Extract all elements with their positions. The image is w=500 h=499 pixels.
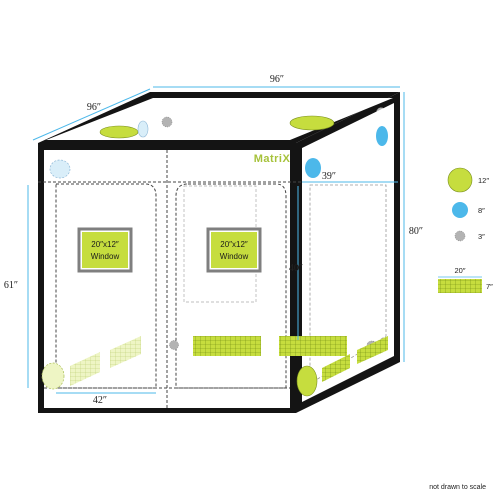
side-vent-blue-right xyxy=(376,126,388,146)
front-vent-small-center xyxy=(169,340,179,350)
front-mesh-vent-left-1 xyxy=(70,352,100,386)
side-mesh-vent-2 xyxy=(357,336,388,364)
dim-side-window-height: 40″ xyxy=(289,263,303,274)
legend-large-vent-icon xyxy=(447,167,473,193)
brand-logo: MatriX xyxy=(254,153,291,165)
dim-door-width: 42″ xyxy=(93,395,107,406)
legend-vent-panel-height: 7″ xyxy=(486,282,493,291)
side-panel xyxy=(302,103,394,402)
top-vent-large-right xyxy=(289,115,335,131)
dimension-labels: 96″ 96″ 80″ 61″ 42″ 39″ 40″ xyxy=(4,74,423,406)
front-left-door-outline xyxy=(55,183,157,389)
front-back-window-outline xyxy=(183,185,257,303)
legend: 12″ 8″ 3″ 20″ 7″ xyxy=(438,167,493,293)
front-mesh-vent-center xyxy=(193,336,261,356)
center-window-text-label: Window xyxy=(220,252,249,261)
dim-width-top: 96″ xyxy=(270,74,284,85)
front-vent-blue-left xyxy=(49,159,71,179)
legend-small-vent-icon xyxy=(454,230,466,242)
legend-medium-vent-label: 8″ xyxy=(478,206,485,215)
left-window-text-label: Window xyxy=(91,252,120,261)
center-window-pane xyxy=(211,232,257,268)
side-mesh-vent-1 xyxy=(322,354,350,382)
top-vent-blue-left xyxy=(137,120,149,138)
top-vent-large-left xyxy=(99,125,139,139)
scale-note: not drawn to scale xyxy=(429,484,486,491)
legend-vent-panel-width: 20″ xyxy=(455,266,466,275)
side-vent-large-bottom xyxy=(296,365,318,397)
front-mesh-vent-left-2 xyxy=(110,336,141,368)
legend-vent-panel-icon xyxy=(438,279,482,293)
legend-small-vent-label: 3″ xyxy=(478,232,485,241)
front-mesh-vent-right xyxy=(279,336,347,356)
left-window-size-label: 20″x12″ xyxy=(91,240,119,249)
dimension-lines xyxy=(27,86,405,394)
center-window-size-label: 20″x12″ xyxy=(220,240,248,249)
top-vent-small-center xyxy=(161,116,173,128)
dim-height-right: 80″ xyxy=(409,226,423,237)
center-window: 20″x12″ Window xyxy=(206,227,262,273)
dim-side-window-width: 39″ xyxy=(322,171,336,182)
side-vent-blue-left xyxy=(305,158,321,178)
front-vent-large-bottom-left xyxy=(41,362,65,390)
dim-door-height: 61″ xyxy=(4,280,18,291)
legend-medium-vent-icon xyxy=(452,202,468,218)
left-window: 20″x12″ Window xyxy=(77,227,133,273)
left-window-pane xyxy=(82,232,128,268)
dim-line-top-depth xyxy=(32,88,151,141)
legend-large-vent-label: 12″ xyxy=(478,176,489,185)
dim-depth-top: 96″ xyxy=(87,102,101,113)
